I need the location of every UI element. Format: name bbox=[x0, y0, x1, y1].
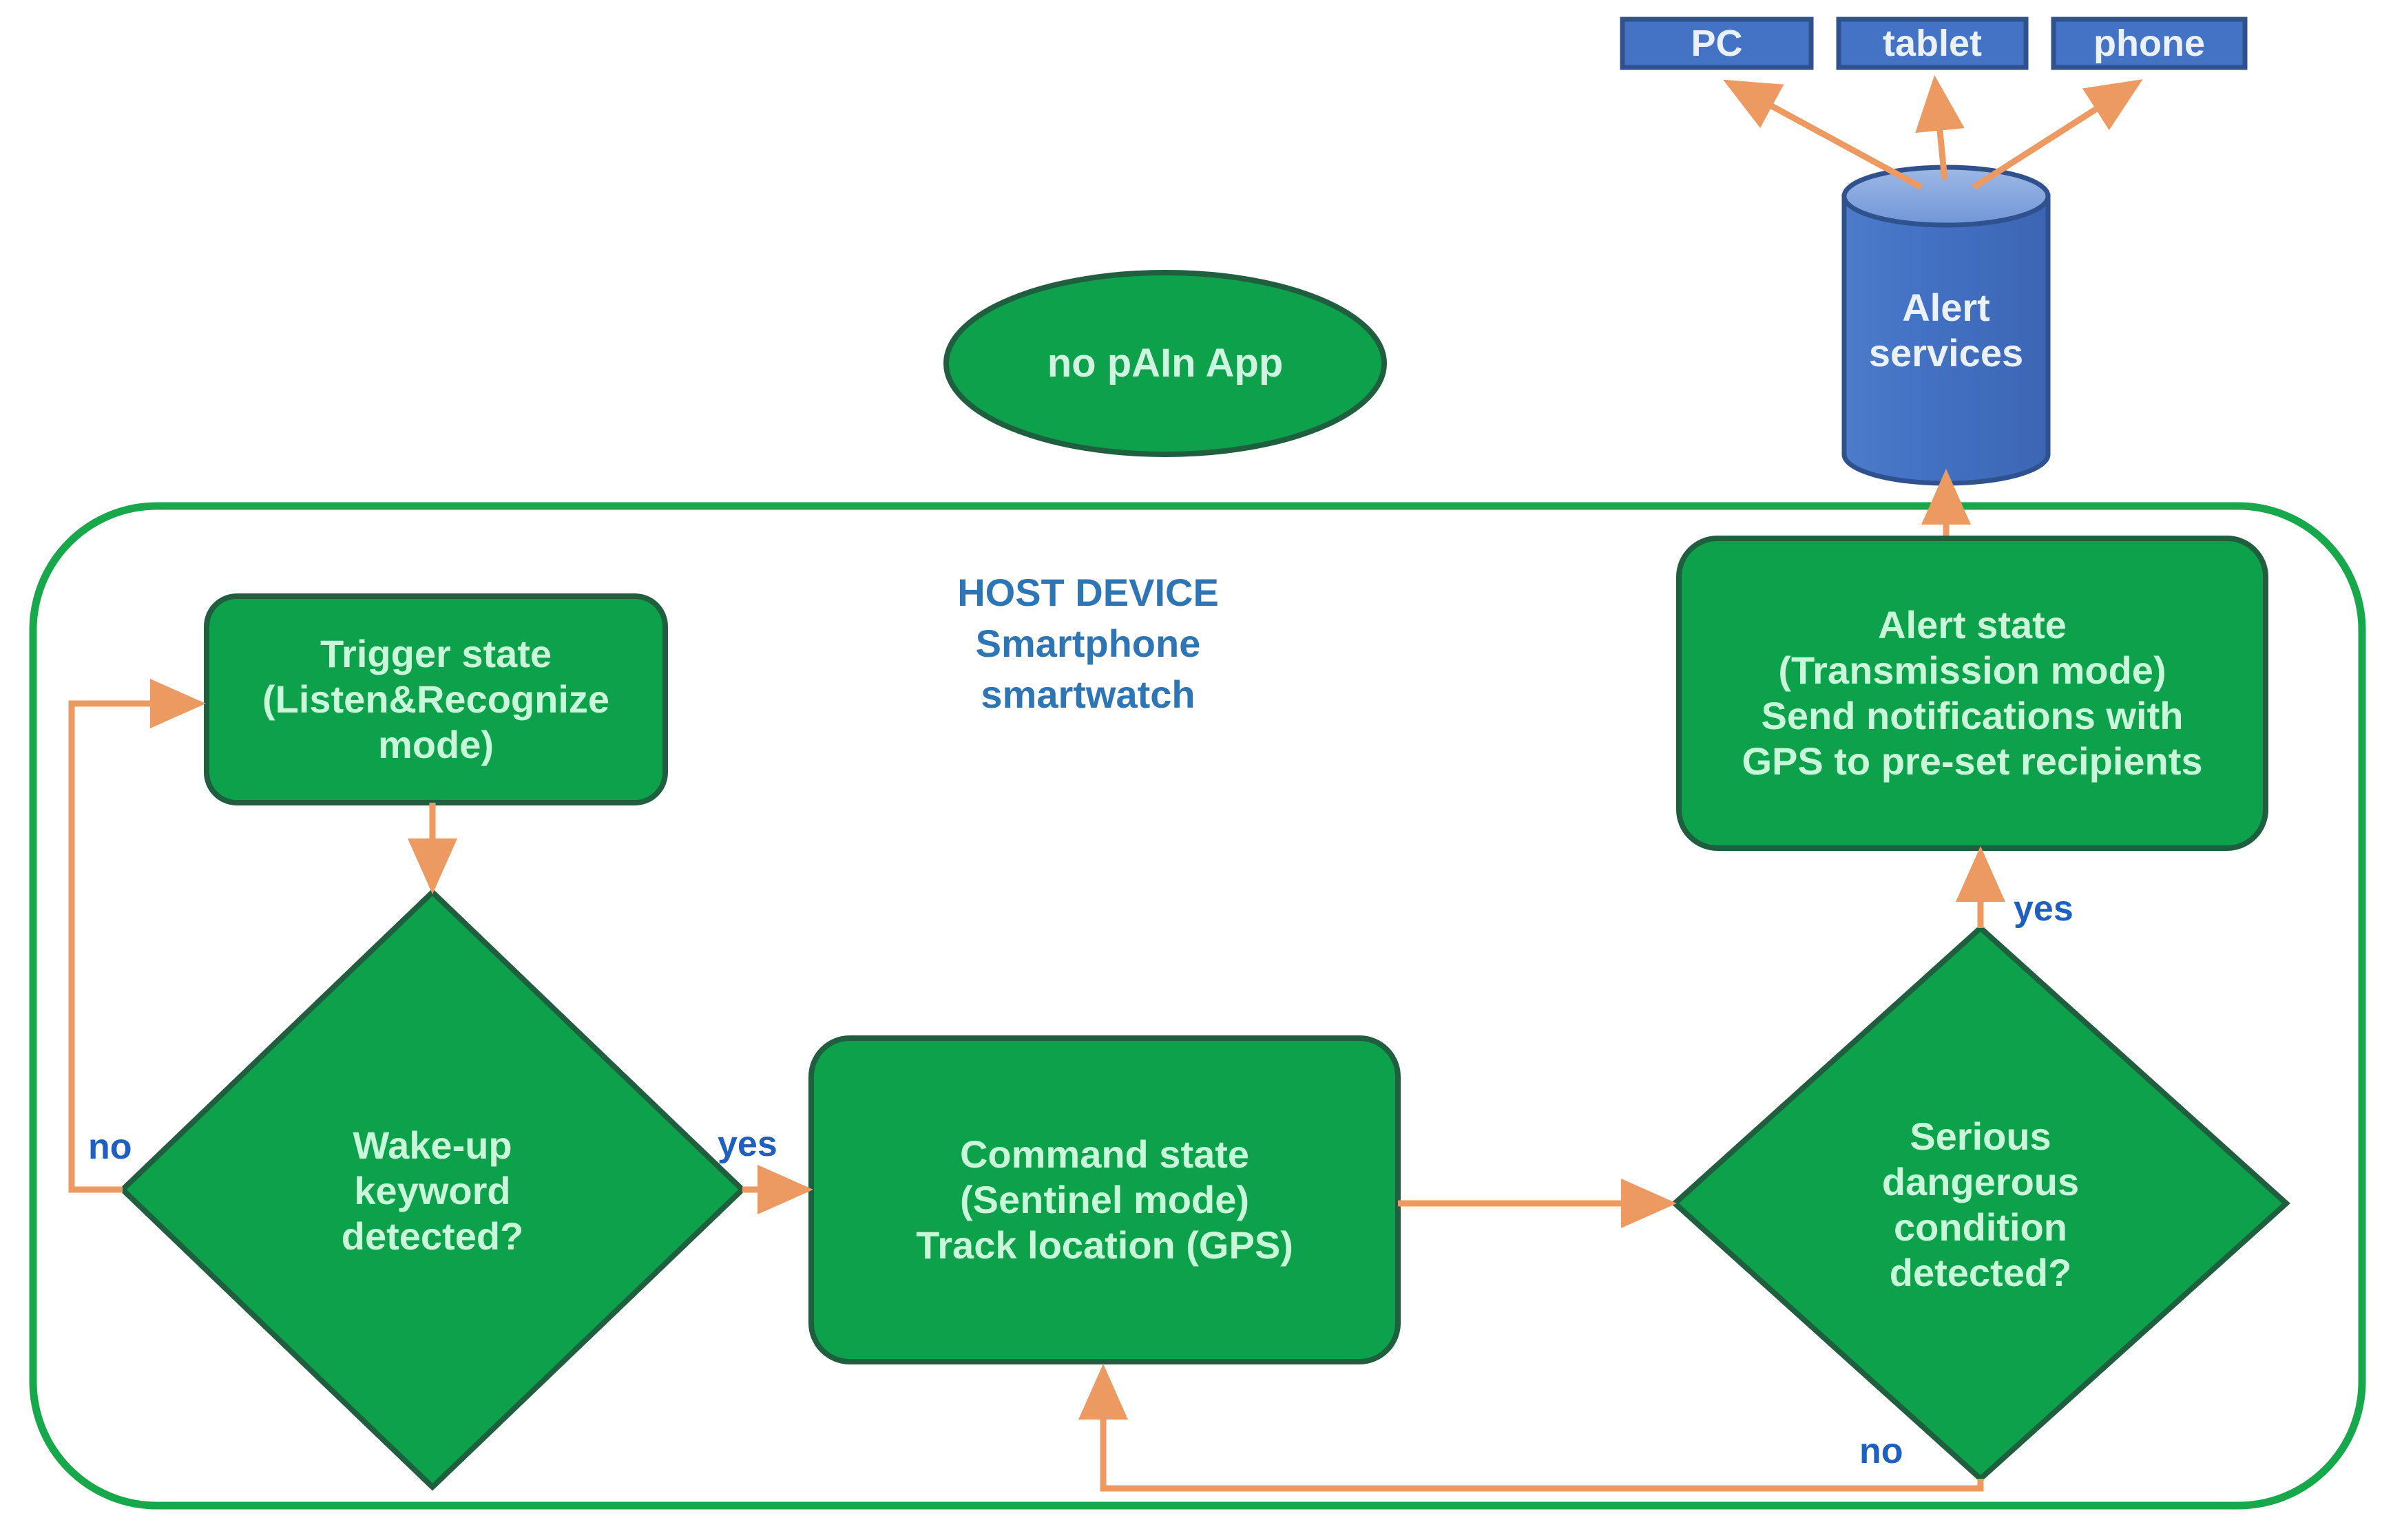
host-device-container bbox=[29, 502, 2366, 1510]
phone-box-shape bbox=[2051, 17, 2248, 70]
arrow-danger-no-loop bbox=[1078, 1364, 1984, 1492]
arrow-cylinder-to-phone bbox=[1972, 79, 2143, 190]
tablet-box-shape bbox=[1836, 17, 2029, 70]
trigger-state-shape bbox=[204, 593, 668, 805]
wakeup-decision-shape bbox=[118, 888, 746, 1491]
app-ellipse-shape bbox=[943, 270, 1387, 457]
arrow-wakeup-no-loop bbox=[68, 679, 206, 1193]
danger-decision-shape bbox=[1671, 924, 2290, 1483]
arrow-cylinder-to-pc bbox=[1723, 79, 1923, 190]
arrow-cylinder-to-tablet bbox=[1915, 75, 1965, 181]
pc-box-shape bbox=[1620, 17, 1814, 70]
command-state-shape bbox=[808, 1035, 1401, 1364]
alert-state-shape bbox=[1676, 536, 2268, 851]
cylinder-body bbox=[1841, 193, 2051, 486]
